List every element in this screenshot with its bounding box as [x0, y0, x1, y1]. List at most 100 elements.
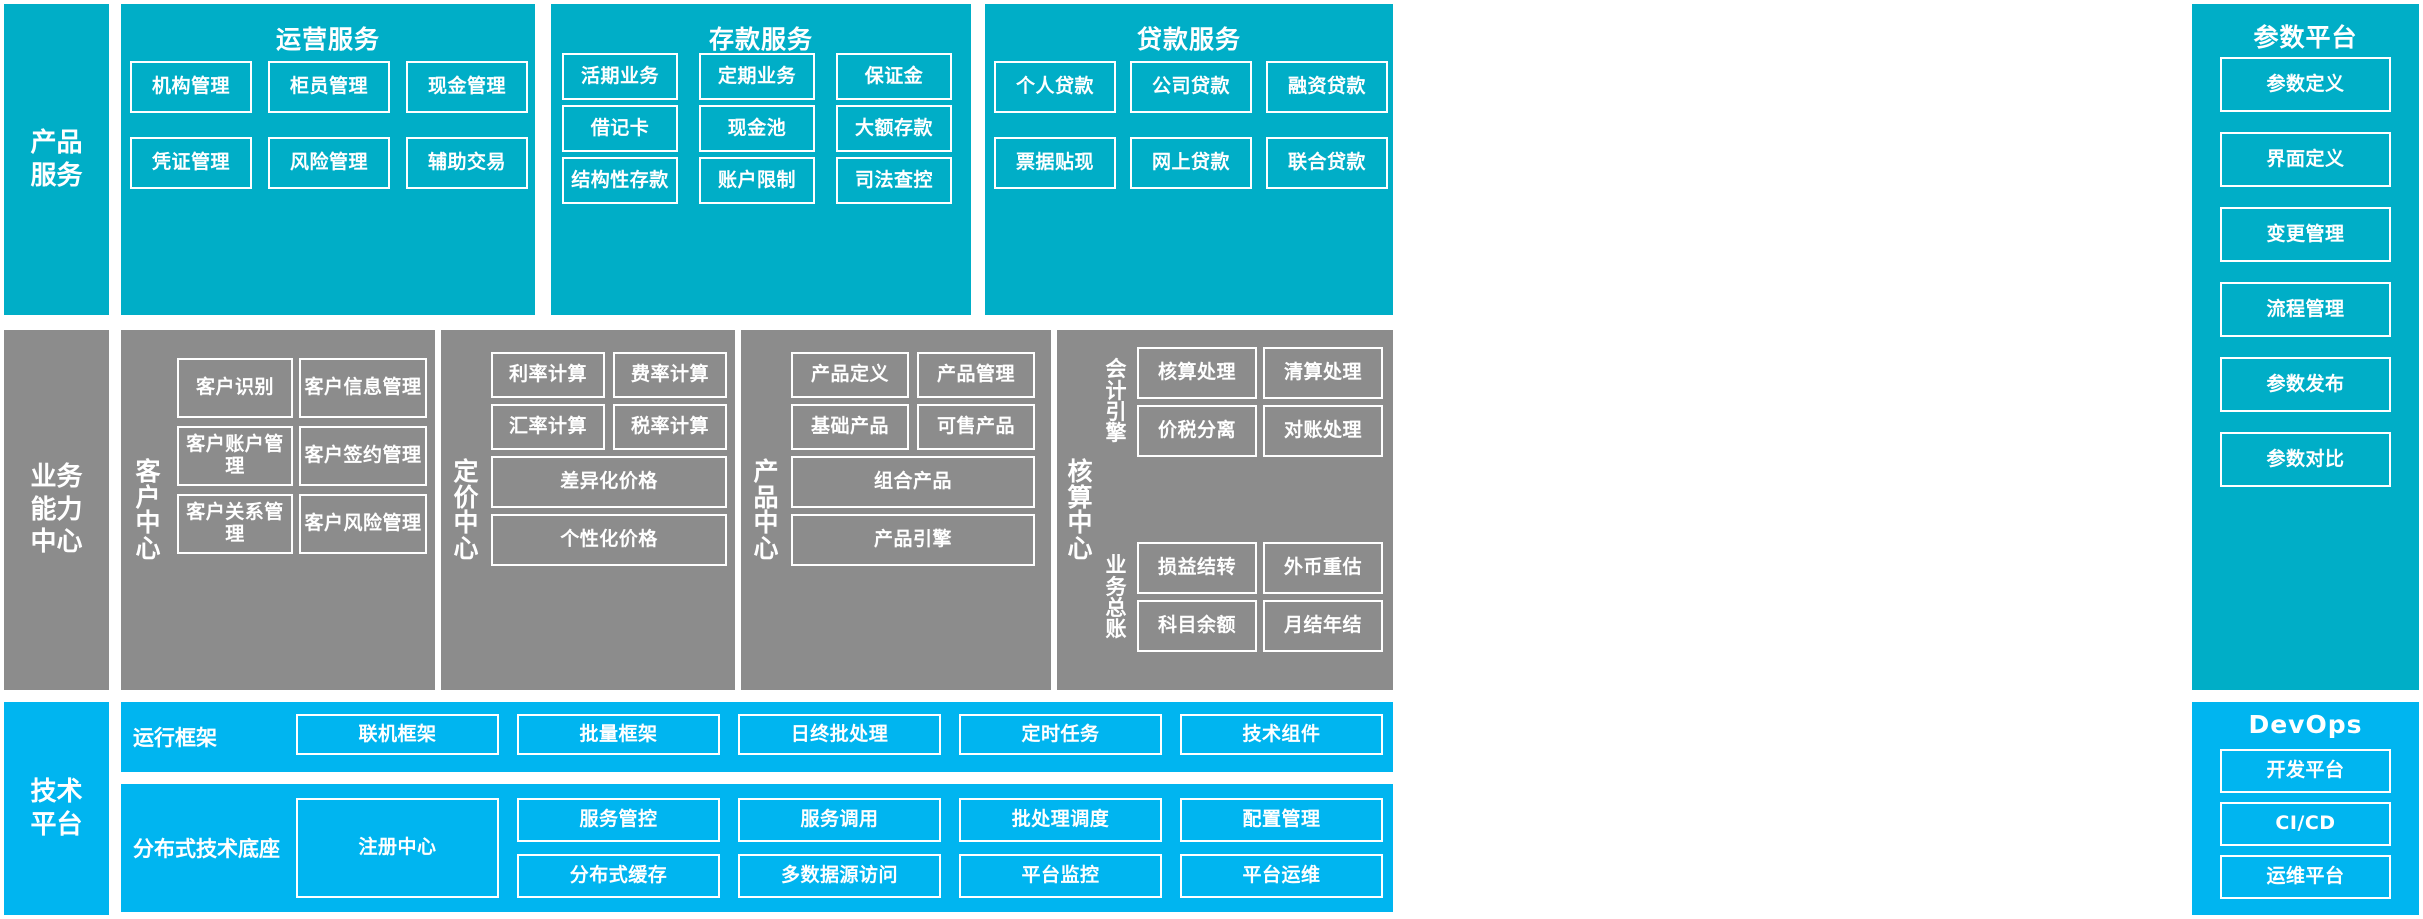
- label-distributed-base: 分布式技术底座: [133, 837, 280, 861]
- vlabel-char: 品: [753, 482, 779, 512]
- tile-runtime-1[interactable]: 批量框架: [517, 714, 720, 755]
- tile-pricing-3[interactable]: 税率计算: [613, 404, 727, 450]
- tile-devops-2[interactable]: 运维平台: [2220, 855, 2391, 899]
- tile-accounting-7[interactable]: 月结年结: [1263, 600, 1383, 652]
- vlabel-char: 心: [1067, 533, 1093, 563]
- bc-label-line-2: 能力: [30, 494, 83, 525]
- group-title-deposit: 存款服务: [708, 25, 813, 54]
- tile-customer-3[interactable]: 客户签约管理: [299, 426, 427, 486]
- vlabel-char: 会: [1105, 357, 1127, 382]
- tile-runtime-4[interactable]: 技术组件: [1180, 714, 1383, 755]
- section-distributed-base: 分布式技术底座 注册中心 服务管控 分布式缓存 服务调用 多数据源访问 批处理调…: [121, 784, 1393, 912]
- tile-loan-4[interactable]: 网上贷款: [1130, 137, 1252, 189]
- tile-pricing-1[interactable]: 费率计算: [613, 352, 727, 398]
- tile-param-3[interactable]: 流程管理: [2220, 282, 2391, 337]
- tile-deposit-7[interactable]: 账户限制: [699, 157, 815, 204]
- center-accounting: 核 算 中 心 会 计 引 擎 核算处理 清算处理 价税分离 对账处理 业 务 …: [1057, 330, 1393, 690]
- tile-dbase-1-1[interactable]: 多数据源访问: [738, 854, 941, 898]
- vlabel-product-center: 产 品 中 心: [749, 330, 783, 690]
- product-services-layer: 产品 服务 运营服务 机构管理 柜员管理 现金管理 凭证管理 风险管理 辅助交易…: [0, 4, 2423, 315]
- vlabel-char: 价: [453, 482, 479, 512]
- tile-customer-5[interactable]: 客户风险管理: [299, 494, 427, 554]
- tile-product-3[interactable]: 可售产品: [917, 404, 1035, 450]
- tile-loan-2[interactable]: 融资贷款: [1266, 61, 1388, 113]
- tile-product-1[interactable]: 产品管理: [917, 352, 1035, 398]
- tile-pricing-2[interactable]: 汇率计算: [491, 404, 605, 450]
- tile-param-5[interactable]: 参数对比: [2220, 432, 2391, 487]
- tp-label-line-2: 平台: [30, 809, 83, 840]
- tile-operations-2[interactable]: 现金管理: [406, 61, 528, 113]
- tile-accounting-1[interactable]: 清算处理: [1263, 347, 1383, 399]
- tile-devops-0[interactable]: 开发平台: [2220, 749, 2391, 793]
- tile-param-1[interactable]: 界面定义: [2220, 132, 2391, 187]
- tile-operations-4[interactable]: 风险管理: [268, 137, 390, 189]
- tile-deposit-5[interactable]: 大额存款: [836, 105, 952, 152]
- tile-product-2[interactable]: 基础产品: [791, 404, 909, 450]
- tile-dbase-2-0[interactable]: 批处理调度: [959, 798, 1162, 842]
- tile-loan-3[interactable]: 票据贴现: [994, 137, 1116, 189]
- tile-pricing-4[interactable]: 差异化价格: [491, 456, 727, 508]
- tile-customer-1[interactable]: 客户信息管理: [299, 358, 427, 418]
- tile-accounting-4[interactable]: 损益结转: [1137, 542, 1257, 594]
- vlabel-char: 账: [1105, 617, 1127, 642]
- tile-operations-3[interactable]: 凭证管理: [130, 137, 252, 189]
- tile-deposit-1[interactable]: 定期业务: [699, 53, 815, 100]
- vlabel-accounting-engine: 会 计 引 擎: [1101, 342, 1131, 462]
- vlabel-char: 擎: [1105, 421, 1127, 446]
- tile-registry-center[interactable]: 注册中心: [296, 798, 499, 898]
- tile-deposit-6[interactable]: 结构性存款: [562, 157, 678, 204]
- tile-product-4[interactable]: 组合产品: [791, 456, 1035, 508]
- tile-devops-1[interactable]: CI/CD: [2220, 802, 2391, 846]
- tile-pricing-0[interactable]: 利率计算: [491, 352, 605, 398]
- tile-runtime-3[interactable]: 定时任务: [959, 714, 1162, 755]
- tile-deposit-8[interactable]: 司法查控: [836, 157, 952, 204]
- center-pricing: 定 价 中 心 利率计算 费率计算 汇率计算 税率计算 差异化价格 个性化价格: [441, 330, 735, 690]
- vlabel-char: 中: [453, 508, 479, 537]
- vlabel-business-ledger: 业 务 总 账: [1101, 538, 1131, 658]
- vlabel-accounting-center: 核 算 中 心: [1063, 330, 1097, 690]
- tile-param-2[interactable]: 变更管理: [2220, 207, 2391, 262]
- tile-accounting-6[interactable]: 科目余额: [1137, 600, 1257, 652]
- rail-parameter-platform: 参数平台 参数定义 界面定义 变更管理 流程管理 参数发布 参数对比: [2192, 4, 2419, 690]
- vlabel-char: 中: [135, 508, 161, 537]
- tile-deposit-2[interactable]: 保证金: [836, 53, 952, 100]
- tile-operations-5[interactable]: 辅助交易: [406, 137, 528, 189]
- tile-runtime-2[interactable]: 日终批处理: [738, 714, 941, 755]
- vlabel-char: 引: [1105, 400, 1127, 424]
- tile-customer-4[interactable]: 客户关系管理: [177, 494, 293, 554]
- tile-operations-1[interactable]: 柜员管理: [268, 61, 390, 113]
- tile-param-4[interactable]: 参数发布: [2220, 357, 2391, 412]
- tile-deposit-4[interactable]: 现金池: [699, 105, 815, 152]
- tile-dbase-0-1[interactable]: 分布式缓存: [517, 854, 720, 898]
- tile-runtime-0[interactable]: 联机框架: [296, 714, 499, 755]
- vlabel-char: 产: [753, 457, 779, 486]
- tile-dbase-0-0[interactable]: 服务管控: [517, 798, 720, 842]
- tile-customer-0[interactable]: 客户识别: [177, 358, 293, 418]
- tile-pricing-5[interactable]: 个性化价格: [491, 514, 727, 566]
- tile-deposit-3[interactable]: 借记卡: [562, 105, 678, 152]
- tile-operations-0[interactable]: 机构管理: [130, 61, 252, 113]
- tile-dbase-2-1[interactable]: 平台监控: [959, 854, 1162, 898]
- product-services-label: 产品 服务: [4, 4, 109, 315]
- tile-dbase-3-0[interactable]: 配置管理: [1180, 798, 1383, 842]
- business-capability-layer: 业务 能力 中心 客 户 中 心 客户识别 客户信息管理 客户账户管理 客户签约…: [0, 330, 2423, 690]
- group-loan-services: 贷款服务 个人贷款 公司贷款 融资贷款 票据贴现 网上贷款 联合贷款: [985, 4, 1393, 315]
- tile-dbase-1-0[interactable]: 服务调用: [738, 798, 941, 842]
- tile-loan-0[interactable]: 个人贷款: [994, 61, 1116, 113]
- tile-product-0[interactable]: 产品定义: [791, 352, 909, 398]
- tile-accounting-3[interactable]: 对账处理: [1263, 405, 1383, 457]
- tile-accounting-2[interactable]: 价税分离: [1137, 405, 1257, 457]
- tile-customer-2[interactable]: 客户账户管理: [177, 426, 293, 486]
- vlabel-pricing-center: 定 价 中 心: [449, 330, 483, 690]
- tile-accounting-5[interactable]: 外币重估: [1263, 542, 1383, 594]
- vlabel-char: 总: [1105, 596, 1127, 620]
- tile-loan-5[interactable]: 联合贷款: [1266, 137, 1388, 189]
- bc-label-line-3: 中心: [30, 527, 83, 558]
- tile-product-5[interactable]: 产品引擎: [791, 514, 1035, 566]
- tile-deposit-0[interactable]: 活期业务: [562, 53, 678, 100]
- tile-param-0[interactable]: 参数定义: [2220, 57, 2391, 112]
- tile-loan-1[interactable]: 公司贷款: [1130, 61, 1252, 113]
- tile-dbase-3-1[interactable]: 平台运维: [1180, 854, 1383, 898]
- tile-accounting-0[interactable]: 核算处理: [1137, 347, 1257, 399]
- vlabel-char: 心: [753, 533, 779, 563]
